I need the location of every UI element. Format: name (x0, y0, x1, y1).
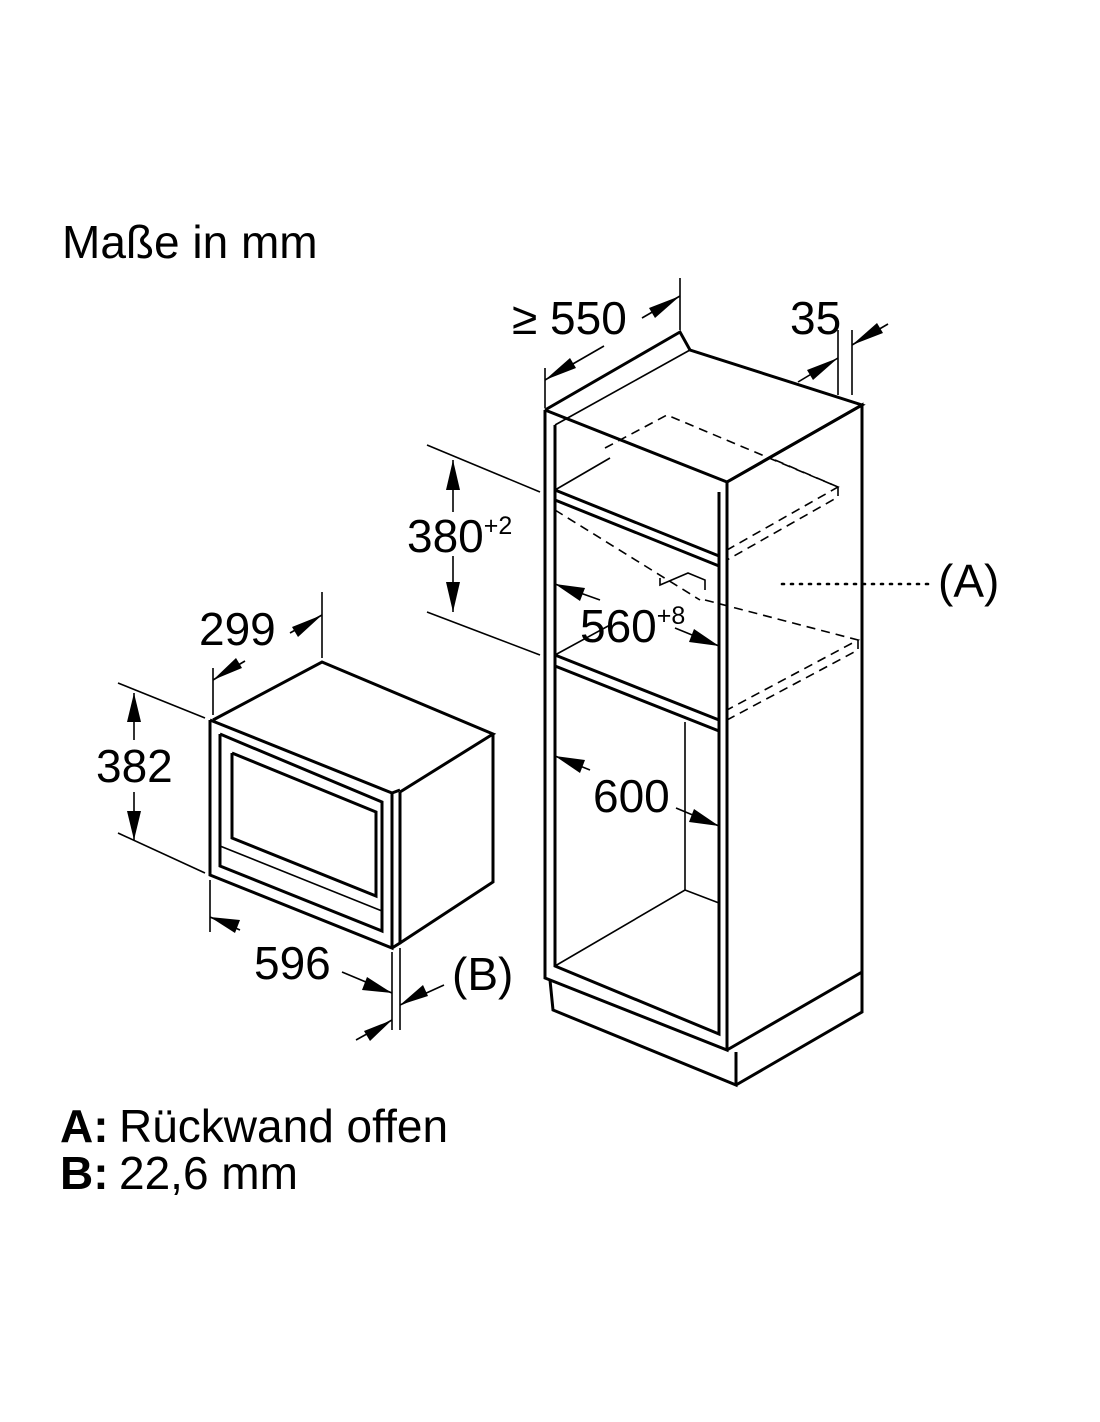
cabinet-wall-label: 35 (790, 292, 841, 344)
legend-text-a: Rückwand offen (119, 1100, 448, 1152)
legend-text-b: 22,6 mm (119, 1147, 298, 1199)
title: Maße in mm (62, 216, 318, 268)
niche-width-tolerance: +8 (657, 602, 686, 630)
legend-key-b: B: (60, 1147, 109, 1199)
callout-b: (B) (452, 948, 513, 1000)
appliance (208, 660, 497, 951)
niche-height-label: 380 (407, 510, 484, 562)
niche-height-tolerance: +2 (484, 512, 513, 540)
cabinet-depth-label: ≥ 550 (512, 292, 627, 344)
legend-item-a: A: Rückwand offen (60, 1100, 448, 1152)
legend-item-b: B: 22,6 mm (60, 1147, 298, 1199)
legend-key-a: A: (60, 1100, 109, 1152)
appliance-dimensions: 299 382 596 (B) (96, 592, 513, 1041)
cabinet-inner-width-label: 600 (593, 770, 670, 822)
cabinet-dimensions: ≥ 550 35 380+2 560+8 600 (A) (407, 278, 999, 827)
callout-a: (A) (938, 555, 999, 607)
tall-cabinet (543, 329, 866, 1088)
legend: A: Rückwand offen B: 22,6 mm (60, 1100, 448, 1199)
appliance-width-label: 596 (254, 937, 331, 989)
appliance-height-label: 382 (96, 740, 173, 792)
niche-width-text: 560+8 (580, 600, 685, 652)
niche-width-label: 560 (580, 600, 657, 652)
niche-height-text: 380+2 (407, 510, 512, 562)
appliance-depth-label: 299 (199, 603, 276, 655)
